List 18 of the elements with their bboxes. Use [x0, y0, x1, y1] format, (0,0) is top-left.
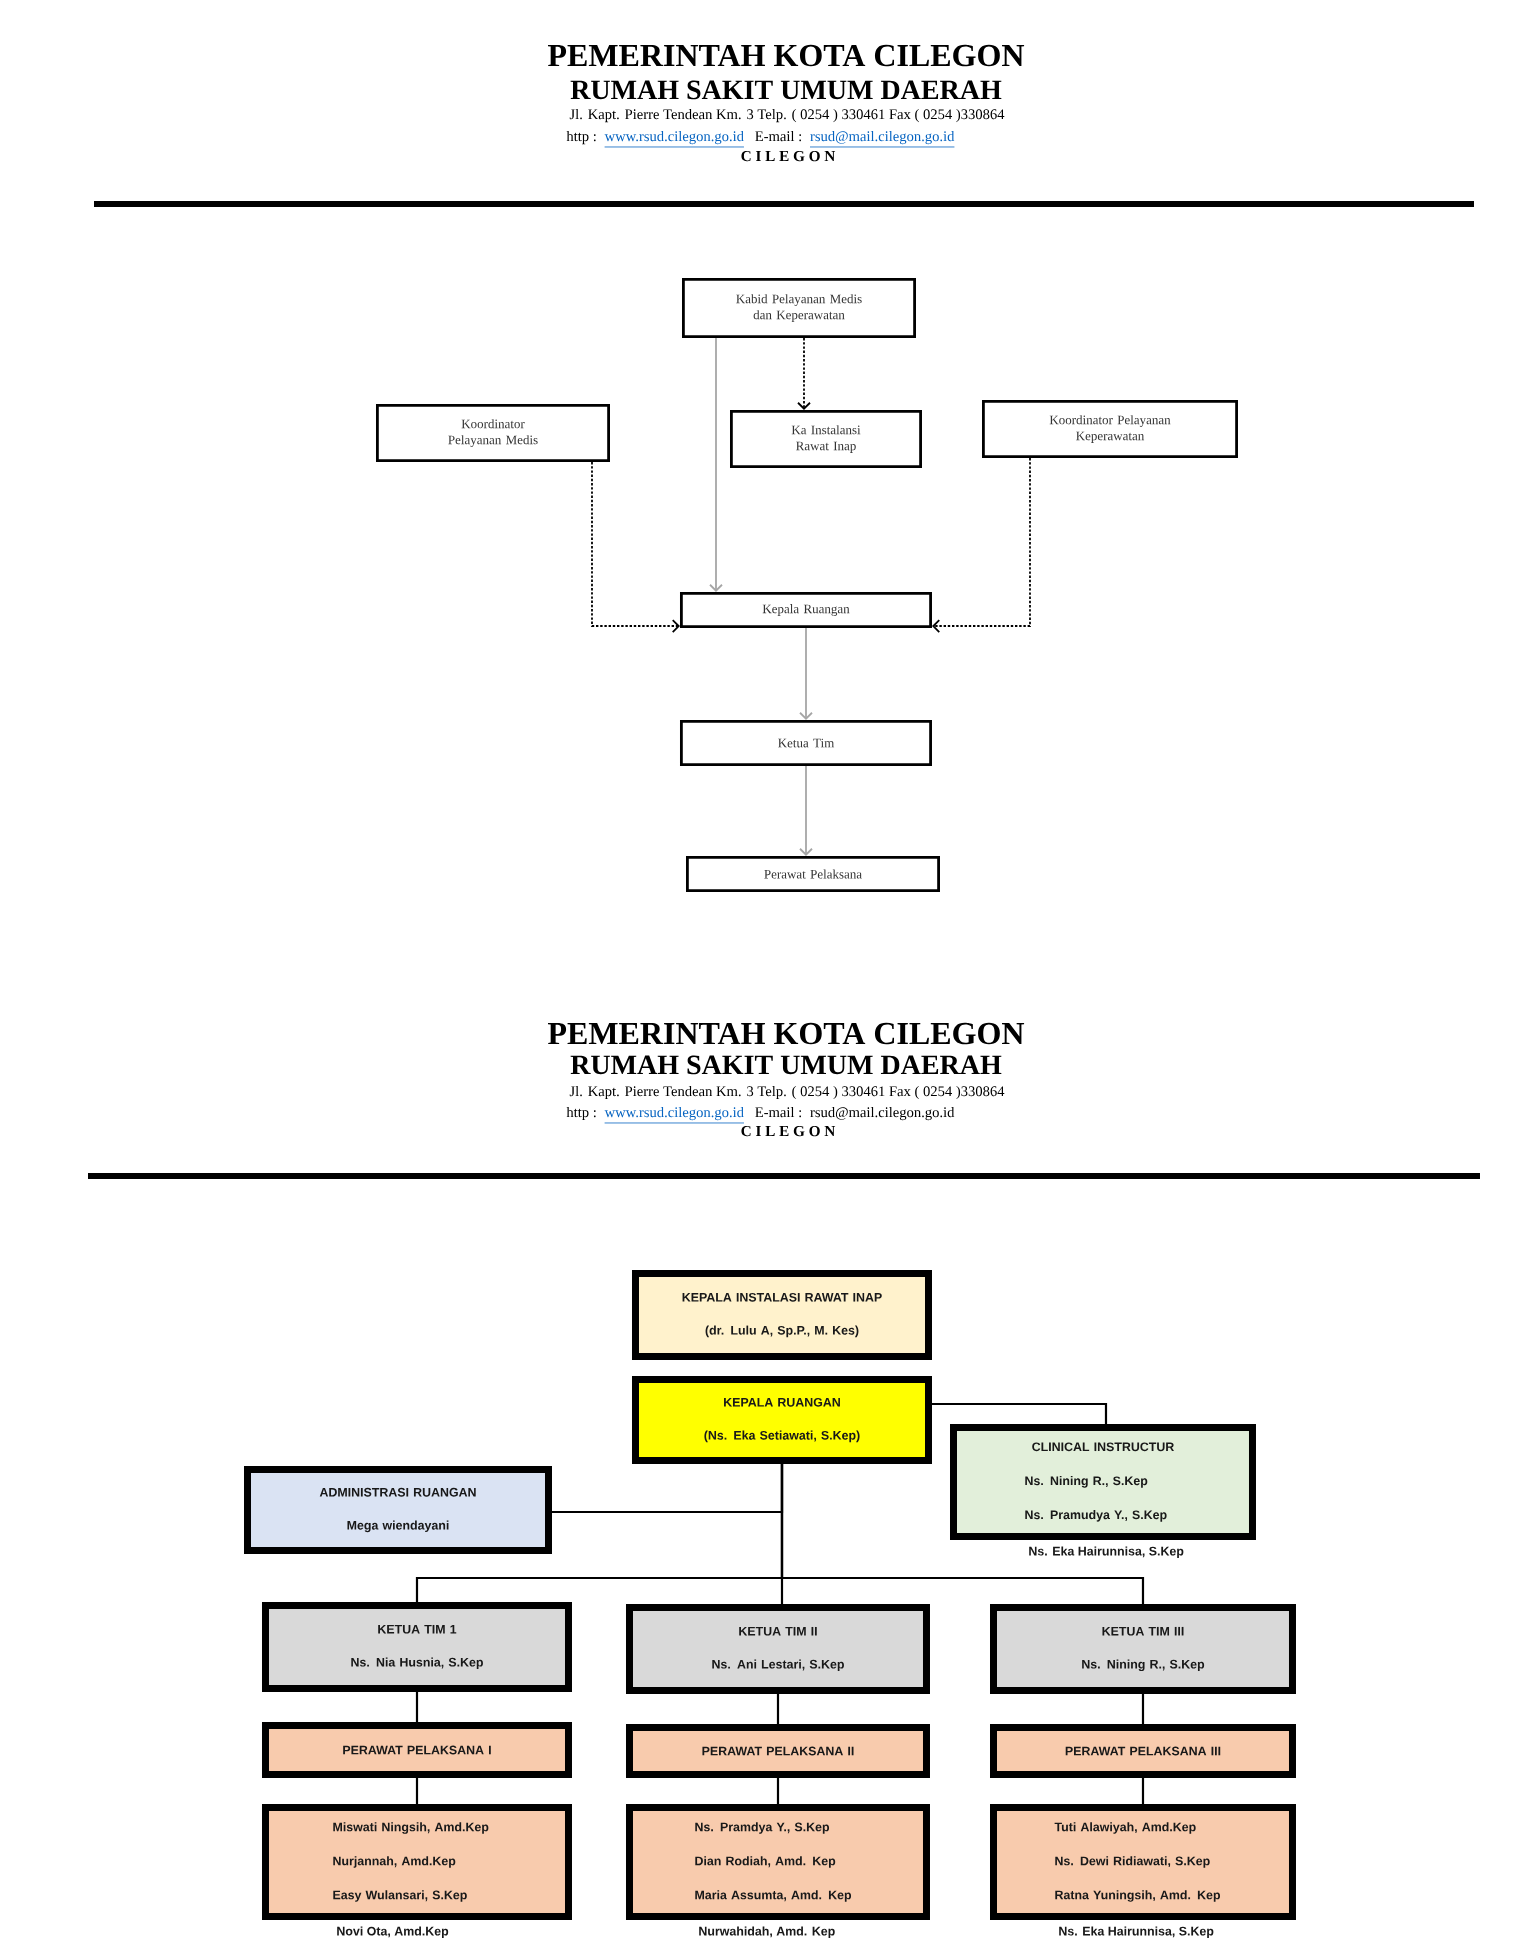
subheading: RUMAH SAKIT UMUM DAERAH [570, 80, 1002, 100]
connector-line [415, 1692, 419, 1722]
arrow [709, 337, 723, 593]
subheading: RUMAH SAKIT UMUM DAERAH [570, 1055, 1002, 1075]
connector-line [1141, 1778, 1145, 1804]
connector-line [415, 1778, 419, 1804]
arrow [799, 627, 813, 721]
connector-line [780, 1464, 1145, 1604]
arrow [797, 337, 811, 411]
connector-line [776, 1778, 780, 1804]
arrow [932, 457, 1031, 633]
connector-line [1141, 1694, 1145, 1724]
heading: PEMERINTAH KOTA CILEGON [548, 44, 1025, 67]
arrow [799, 765, 813, 857]
arrow [591, 461, 680, 633]
connector-line [776, 1694, 780, 1724]
connector-line [932, 1402, 1108, 1424]
heading: PEMERINTAH KOTA CILEGON [548, 1022, 1025, 1045]
